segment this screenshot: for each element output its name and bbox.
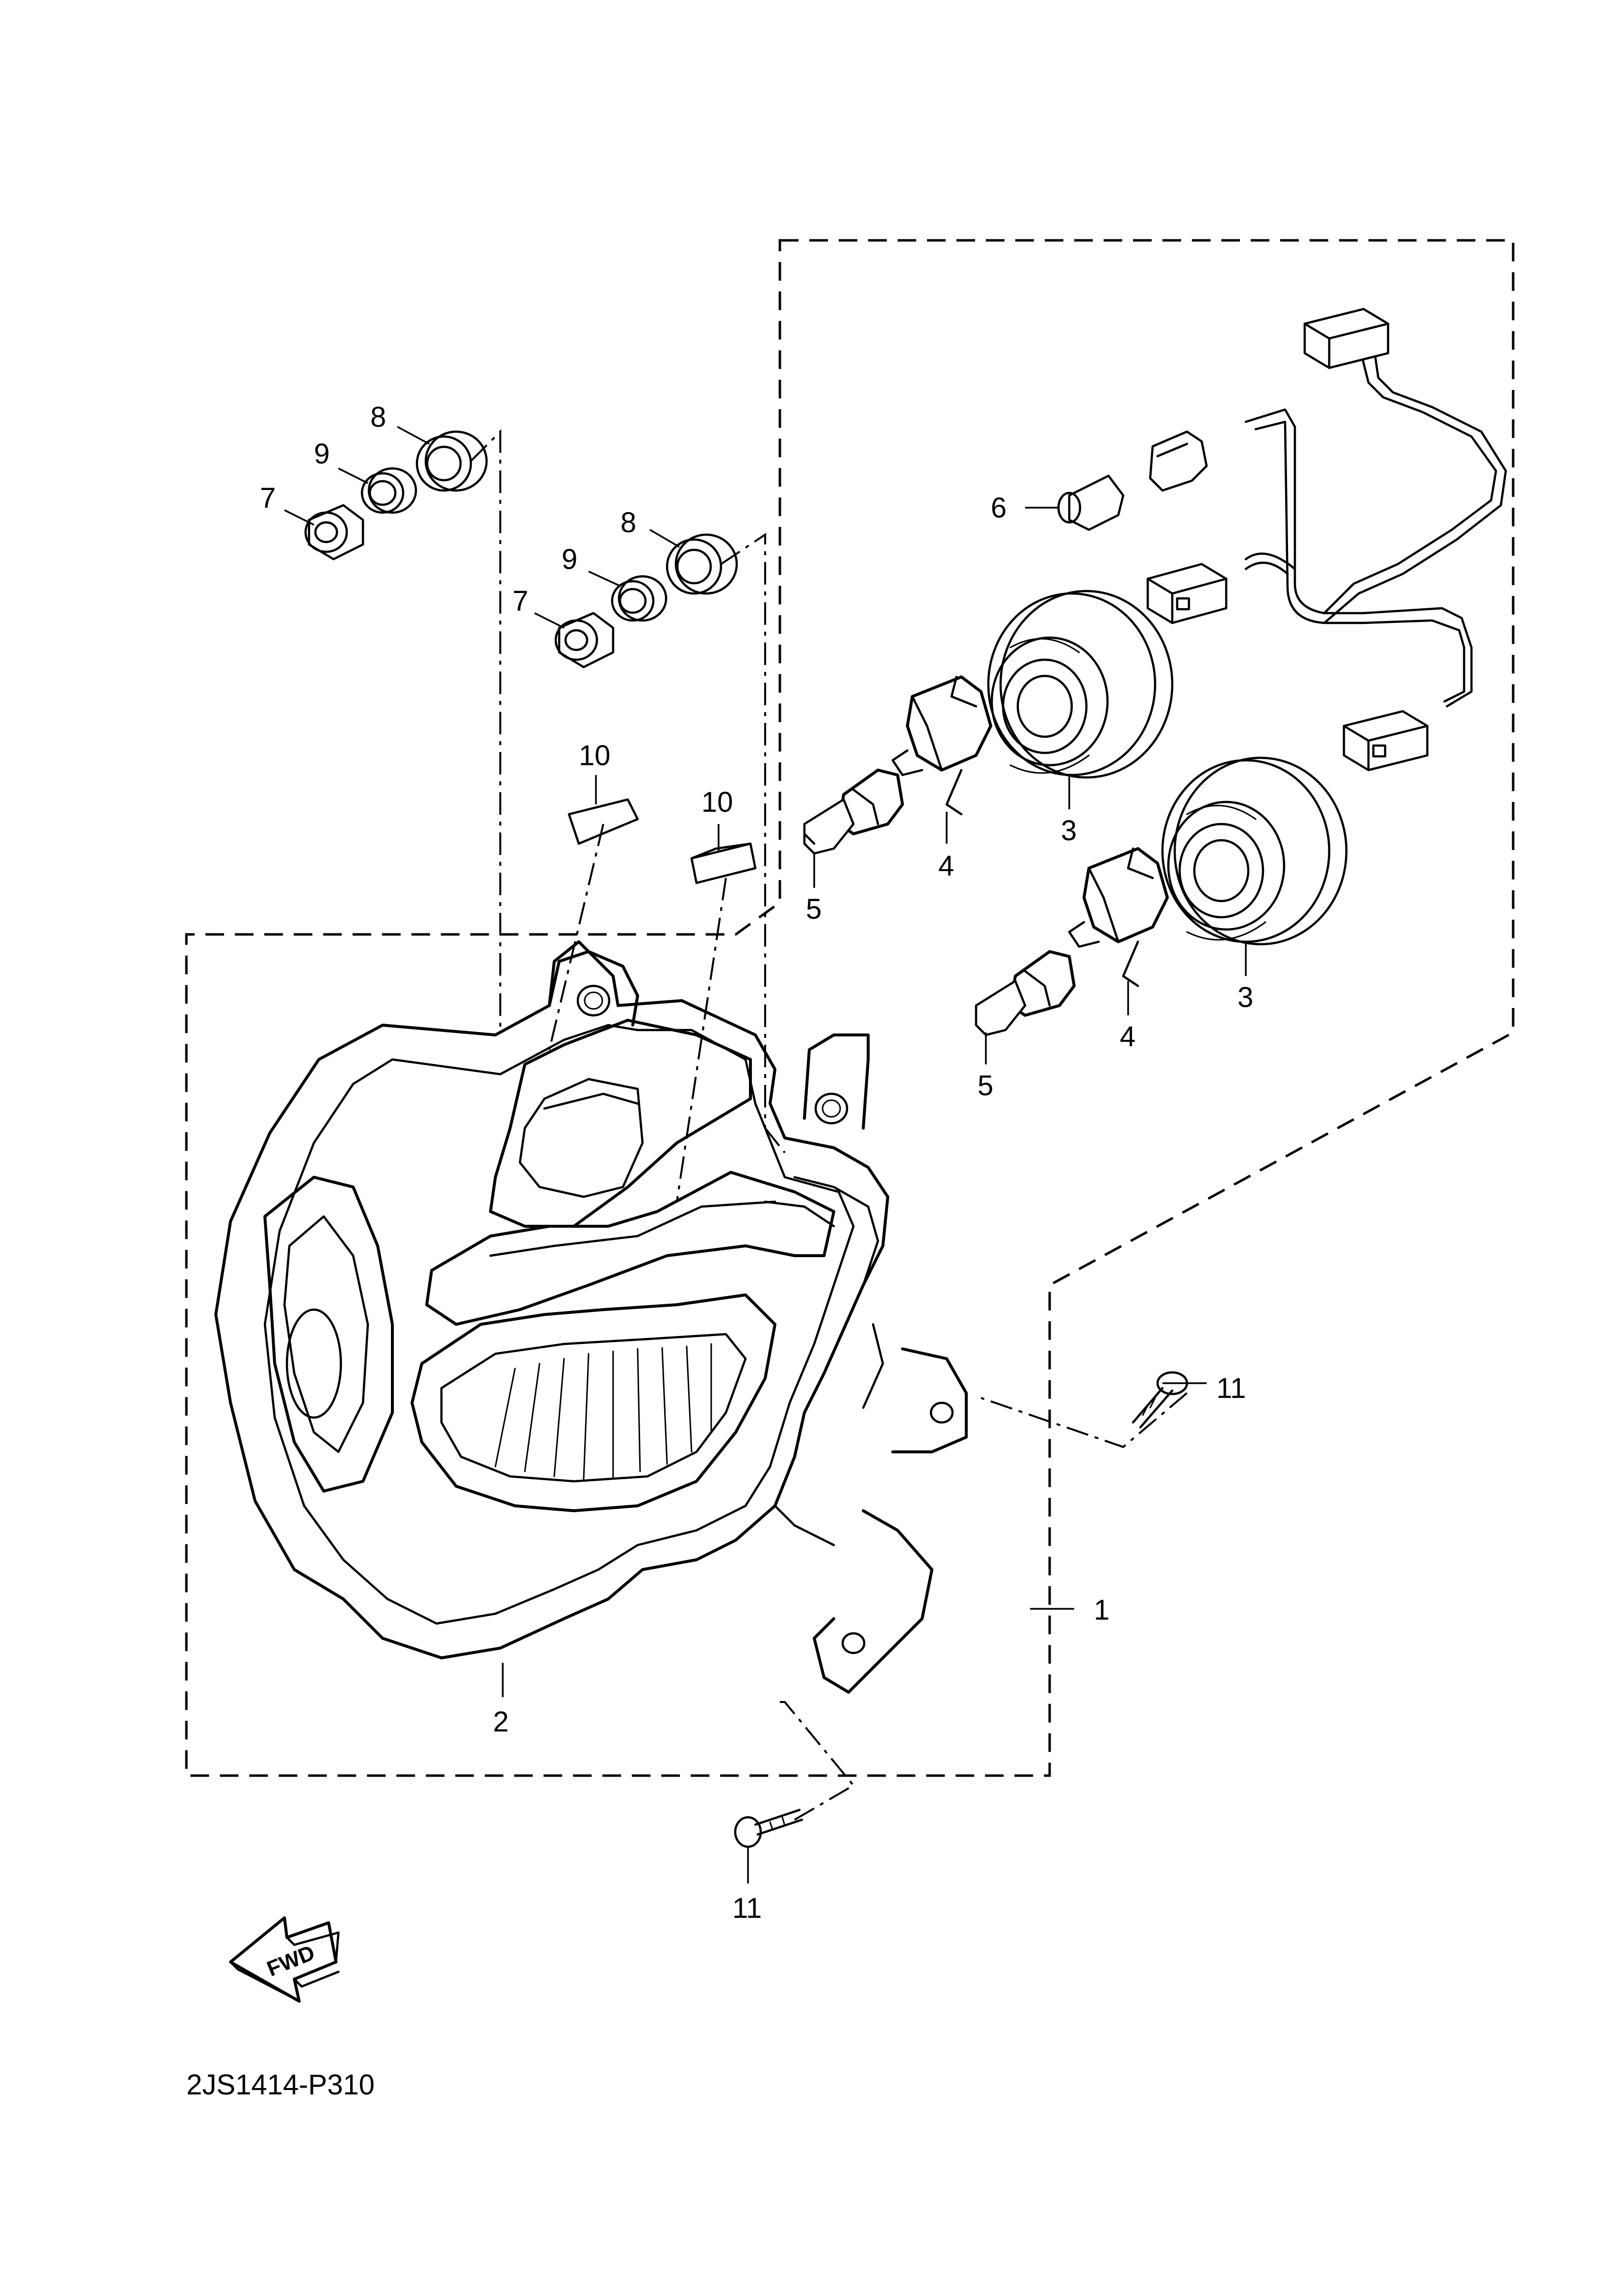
leader-lines xyxy=(284,426,1247,1884)
nut-collar-grommet-set-right xyxy=(554,533,738,669)
callout-5-upper: 5 xyxy=(806,893,822,925)
headlight-bulb-socket-lower xyxy=(975,756,1348,1036)
assembly-lines xyxy=(470,429,1188,1821)
callout-2: 2 xyxy=(493,1706,509,1738)
callout-7-right: 7 xyxy=(513,585,528,617)
callout-9-left: 9 xyxy=(314,438,330,470)
callout-7-left: 7 xyxy=(260,482,276,514)
headlight-bulb-socket-upper xyxy=(803,590,1174,855)
callout-4-upper: 4 xyxy=(938,850,954,882)
diagram-code: 2JS1414-P310 xyxy=(186,2069,375,2101)
label-sticker-left xyxy=(567,798,639,845)
callout-9-right: 9 xyxy=(562,543,577,575)
callouts: 1 2 3 3 4 4 5 5 6 7 7 8 8 9 9 10 10 11 1… xyxy=(260,401,1253,1924)
headlight-housing xyxy=(214,940,968,1694)
callout-6: 6 xyxy=(991,492,1006,524)
label-sticker-right xyxy=(690,842,757,884)
callout-5-lower: 5 xyxy=(978,1070,993,1102)
headlight-assembly-boundary xyxy=(185,239,1515,1777)
forward-direction-arrow: FWD xyxy=(229,1916,340,2003)
callout-11-bottom: 11 xyxy=(732,1892,762,1924)
fwd-label: FWD xyxy=(263,1940,318,1981)
callout-8-right: 8 xyxy=(620,507,636,539)
nut-collar-grommet-set-left xyxy=(304,430,488,561)
callout-4-lower: 4 xyxy=(1120,1021,1135,1053)
screw-bottom xyxy=(734,1808,803,1848)
callout-1: 1 xyxy=(1094,1594,1109,1626)
callout-8-left: 8 xyxy=(370,401,386,433)
callout-11-right: 11 xyxy=(1216,1372,1246,1404)
callout-3-upper: 3 xyxy=(1061,815,1077,847)
wire-harness xyxy=(1057,308,1507,772)
callout-10-right: 10 xyxy=(701,786,733,818)
callout-3-lower: 3 xyxy=(1237,981,1253,1013)
callout-10-left: 10 xyxy=(579,740,611,772)
